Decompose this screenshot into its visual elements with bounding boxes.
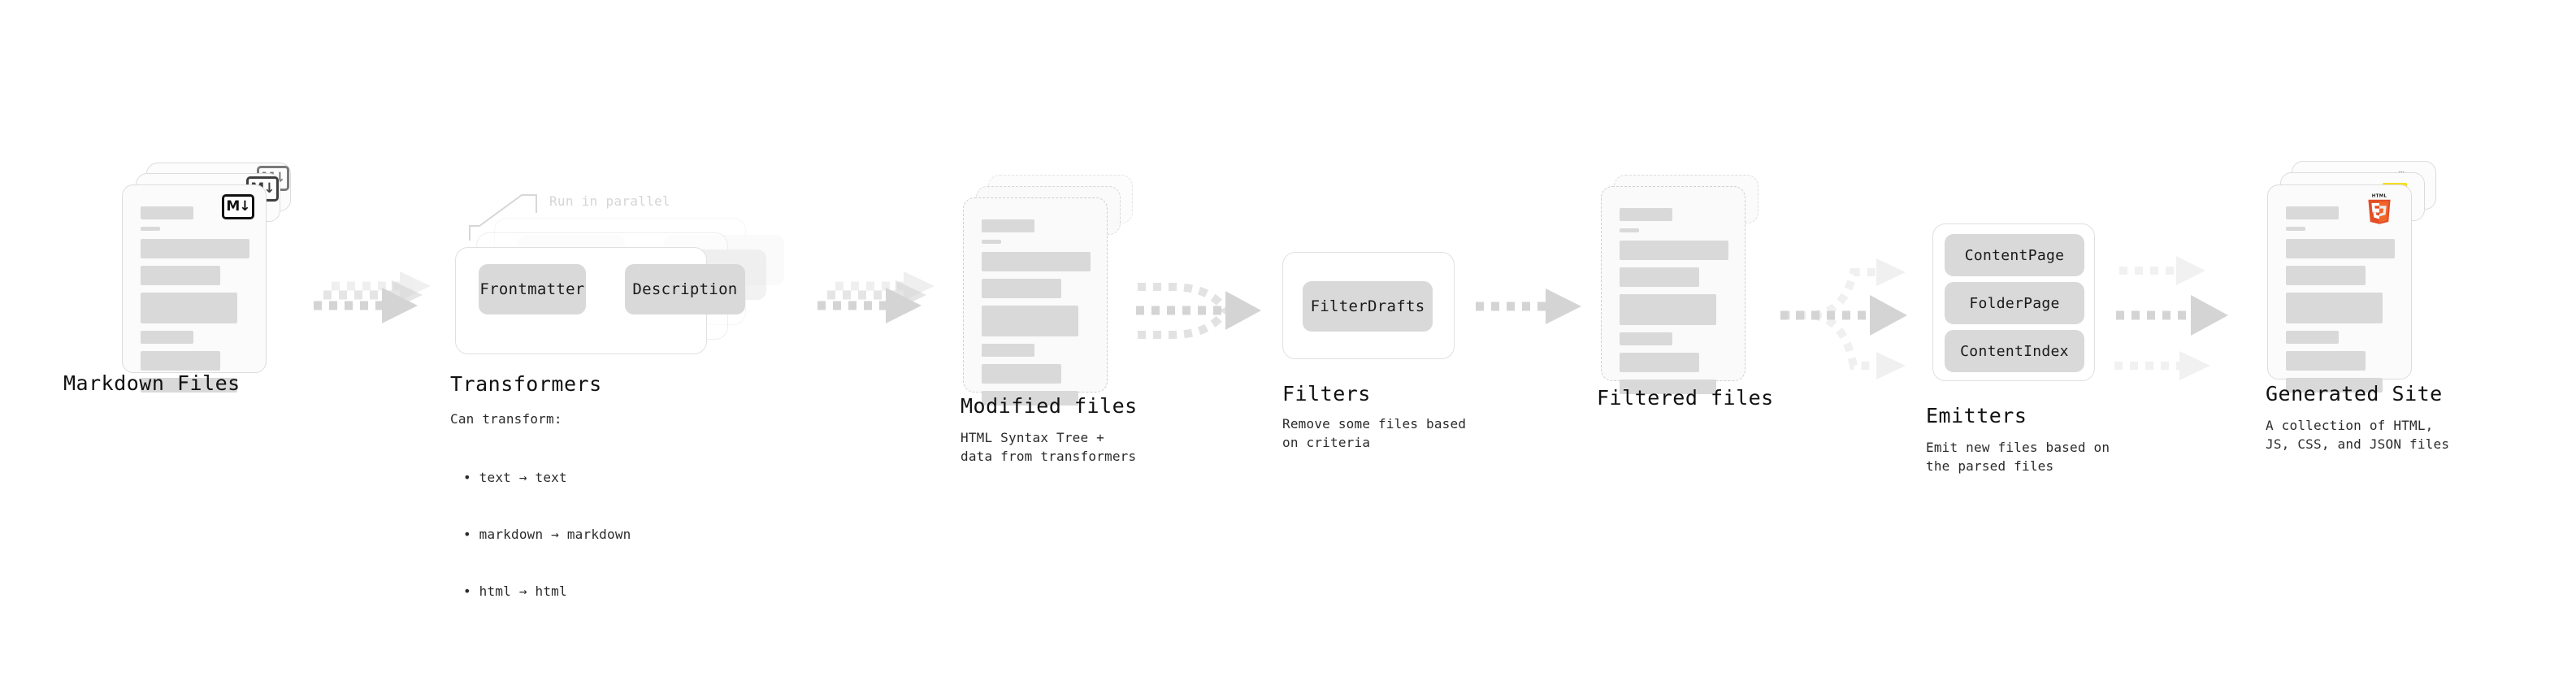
- skeleton-bar: [2286, 206, 2339, 219]
- connector-transformers-to-modified: [817, 271, 935, 323]
- site-card-front: HTML: [2267, 184, 2412, 393]
- stage-title-markdown: Markdown Files: [63, 371, 241, 395]
- modified-card-front: [963, 197, 1108, 406]
- filter-pill-filterdrafts[interactable]: FilterDrafts: [1303, 281, 1433, 332]
- stage-title-filters: Filters: [1282, 382, 1371, 406]
- filtered-card-stack: [1601, 175, 1788, 419]
- filtered-card-front: [1601, 186, 1746, 394]
- transformers-bullet-list: • text → text • markdown → markdown • ht…: [463, 431, 631, 638]
- connector-filters-to-filtered: [1476, 288, 1581, 324]
- markdown-icon: M↓: [222, 194, 254, 219]
- skeleton-bar: [982, 279, 1061, 298]
- skeleton-bar: [982, 252, 1091, 271]
- svg-text:HTML: HTML: [2372, 193, 2387, 198]
- skeleton-bar: [982, 306, 1078, 336]
- emitter-pill-contentpage[interactable]: ContentPage: [1945, 234, 2084, 276]
- markdown-skeleton-bars: [141, 206, 249, 400]
- skeleton-bar: [141, 351, 220, 371]
- skeleton-bar: [982, 391, 1078, 406]
- emitter-pill-contentindex[interactable]: ContentIndex: [1945, 330, 2084, 372]
- connector-emitters-to-site: [2114, 256, 2228, 380]
- html5-icon: HTML: [2368, 193, 2391, 224]
- skeleton-bar: [982, 364, 1061, 384]
- filters-box: FilterDrafts: [1282, 252, 1455, 359]
- modified-description: HTML Syntax Tree + data from transformer…: [961, 430, 1137, 465]
- transformers-bullet: • markdown → markdown: [463, 526, 631, 542]
- skeleton-bar: [2286, 239, 2395, 258]
- skeleton-bar: [141, 378, 237, 393]
- skeleton-bar: [141, 293, 237, 323]
- skeleton-bar: [982, 240, 1001, 244]
- modified-card-stack: [963, 175, 1150, 419]
- skeleton-bar: [1620, 228, 1639, 232]
- skeleton-bar: [1620, 353, 1699, 372]
- skeleton-bar: [1620, 241, 1728, 260]
- transformer-box-front: Frontmatter Description: [455, 247, 745, 354]
- skeleton-bar: [1620, 294, 1716, 325]
- filtered-skeleton-bars: [1620, 208, 1728, 401]
- stage-title-filtered: Filtered files: [1597, 386, 1774, 410]
- run-in-parallel-bracket: [469, 194, 537, 241]
- connector-modified-to-filters: [1136, 283, 1261, 339]
- run-in-parallel-label: Run in parallel: [549, 193, 670, 209]
- skeleton-bar: [1620, 267, 1699, 287]
- transformer-pill-frontmatter[interactable]: Frontmatter: [479, 264, 586, 314]
- skeleton-bar: [141, 266, 220, 285]
- site-skeleton-bars: [2286, 206, 2395, 400]
- skeleton-bar: [141, 331, 193, 344]
- skeleton-bar: [1620, 208, 1672, 221]
- skeleton-bar: [141, 227, 160, 231]
- skeleton-bar: [141, 239, 249, 258]
- site-description: A collection of HTML, JS, CSS, and JSON …: [2266, 418, 2450, 453]
- skeleton-bar: [2286, 293, 2383, 323]
- stage-title-site: Generated Site: [2266, 382, 2443, 406]
- transformer-pill-description[interactable]: Description: [625, 264, 745, 314]
- skeleton-bar: [1620, 380, 1716, 394]
- modified-skeleton-bars: [982, 219, 1091, 413]
- markdown-card-front: M↓: [122, 184, 267, 393]
- transformers-description: Can transform:: [450, 411, 562, 427]
- site-card-stack: CSS HTML: [2267, 161, 2454, 405]
- connector-filtered-to-emitters: [1780, 258, 1907, 380]
- skeleton-bar: [982, 219, 1034, 232]
- stage-modified-files: Modified files HTML Syntax Tree + data f…: [961, 175, 1150, 464]
- skeleton-bar: [982, 344, 1034, 357]
- skeleton-bar: [1620, 332, 1672, 345]
- skeleton-bar: [2286, 227, 2305, 231]
- stage-filtered-files: Filtered files: [1597, 175, 1788, 419]
- skeleton-bar: [2286, 351, 2366, 371]
- stage-generated-site: CSS HTML Generate: [2266, 161, 2454, 452]
- skeleton-bar: [2286, 378, 2383, 393]
- stage-title-transformers: Transformers: [450, 372, 602, 396]
- connector-markdown-to-transformers: [314, 271, 431, 323]
- skeleton-bar: [2286, 331, 2339, 344]
- emitters-box: ContentPage FolderPage ContentIndex: [1932, 223, 2095, 381]
- transformers-bullet: • text → text: [463, 470, 567, 486]
- stage-title-modified: Modified files: [961, 394, 1138, 418]
- transformers-bullet: • html → html: [463, 583, 567, 599]
- skeleton-bar: [2286, 266, 2366, 285]
- stage-title-emitters: Emitters: [1926, 404, 2027, 427]
- stage-markdown-files: M↓ M↓ M↓ Markdown Files: [63, 163, 309, 406]
- skeleton-bar: [141, 206, 193, 219]
- emitter-pill-folderpage[interactable]: FolderPage: [1945, 282, 2084, 324]
- emitters-description: Emit new files based on the parsed files: [1926, 440, 2110, 475]
- markdown-card-stack: M↓ M↓ M↓: [122, 163, 309, 406]
- filters-description: Remove some files based on criteria: [1282, 416, 1467, 451]
